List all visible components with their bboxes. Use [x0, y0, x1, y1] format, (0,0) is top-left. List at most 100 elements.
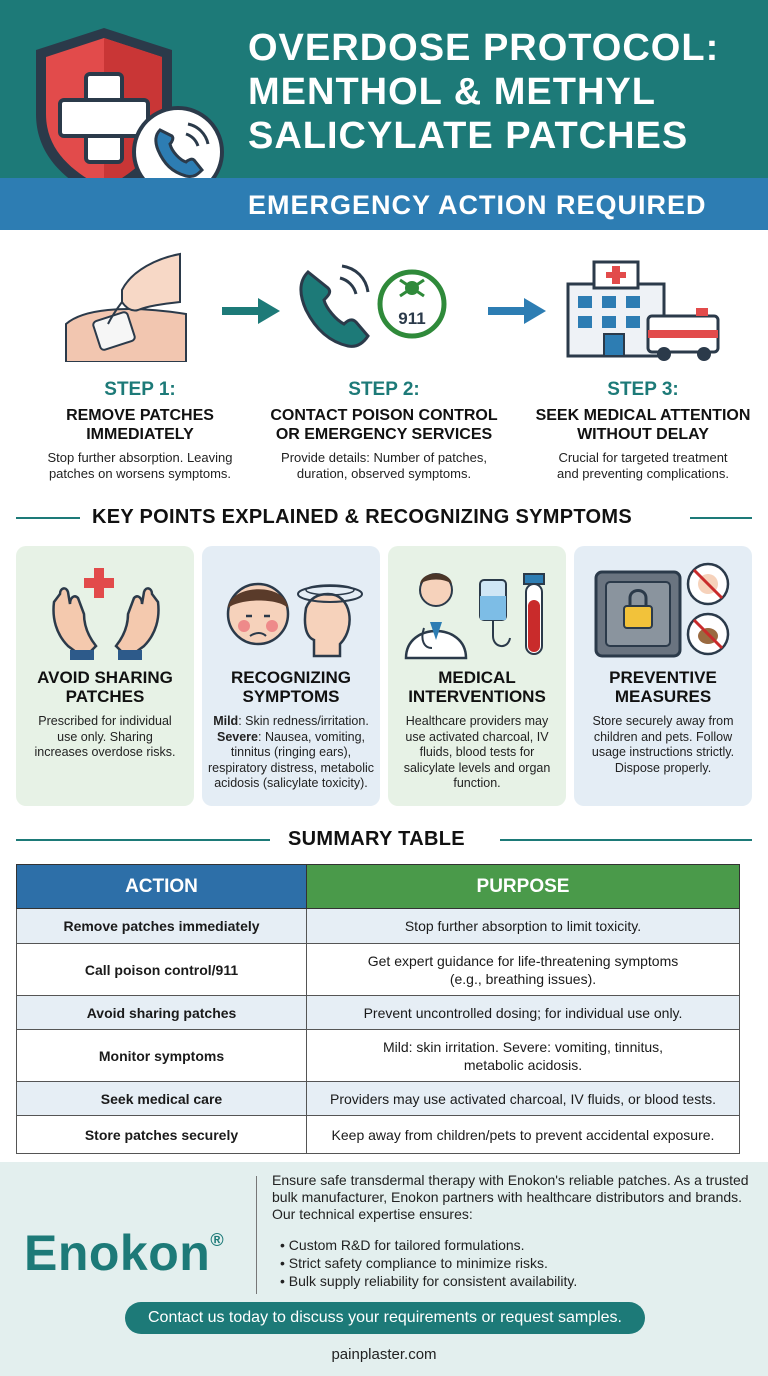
section-divider: [500, 839, 752, 841]
key-points-heading: KEY POINTS EXPLAINED & RECOGNIZING SYMPT…: [92, 506, 633, 528]
footer-divider: [256, 1176, 257, 1294]
step-description: Provide details: Number of patches,durat…: [259, 450, 509, 482]
purpose-cell: Get expert guidance for life-threatening…: [306, 943, 740, 996]
card-title-line: PREVENTIVE: [609, 668, 717, 687]
card-desc-line: increases overdose risks.: [34, 745, 176, 759]
arrow-right-icon: [488, 298, 546, 324]
action-cell: Call poison control/911: [16, 943, 307, 996]
column-header-action: ACTION: [16, 864, 307, 909]
page-title: OVERDOSE PROTOCOL: MENTHOL & METHYL SALI…: [248, 26, 758, 158]
step-1: STEP 1: REMOVE PATCHES IMMEDIATELY Stop f…: [15, 378, 265, 482]
section-divider: [16, 839, 270, 841]
enokon-logo: Enokon®: [24, 1224, 224, 1282]
phone-911-icon: 911: [299, 264, 447, 348]
step-title-line: REMOVE PATCHES: [66, 407, 214, 424]
step-number: STEP 2:: [348, 379, 420, 400]
summary-table: ACTION PURPOSE Remove patches immediatel…: [16, 864, 740, 1154]
purpose-cell: Providers may use activated charcoal, IV…: [306, 1081, 740, 1116]
logo-text: Enokon: [24, 1225, 211, 1281]
action-cell: Seek medical care: [16, 1081, 307, 1116]
card-desc-line: Prescribed for individual: [38, 714, 172, 728]
card-title-line: MEDICAL: [438, 668, 516, 687]
step-title-line: WITHOUT DELAY: [577, 426, 709, 443]
column-header-purpose: PURPOSE: [306, 864, 740, 909]
step-desc-line: and preventing complications.: [557, 466, 729, 481]
table-row: Store patches securely Keep away from ch…: [16, 1115, 740, 1154]
banner-text: EMERGENCY ACTION REQUIRED: [248, 190, 707, 220]
card-desc-line: use activated charcoal, IV: [405, 729, 549, 744]
step-title: REMOVE PATCHES IMMEDIATELY: [15, 406, 265, 444]
section-divider: [690, 517, 752, 519]
footer-bullet-list: Custom R&D for tailored formulations. St…: [280, 1236, 577, 1290]
mild-text: : Skin redness/irritation.: [238, 714, 369, 728]
mild-symptoms: Mild: Skin redness/irritation.: [206, 714, 376, 730]
safe-lock-no-kids-pets-icon: [594, 562, 730, 658]
step-desc-line: Stop further absorption. Leaving: [47, 450, 233, 465]
step-title-line: IMMEDIATELY: [86, 426, 194, 443]
card-desc-line: function.: [453, 776, 501, 790]
hospital-ambulance-icon: [566, 260, 720, 361]
purpose-cell: Stop further absorption to limit toxicit…: [306, 908, 740, 944]
step-desc-line: Provide details: Number of patches,: [281, 450, 487, 465]
card-desc-line: children and pets. Follow: [593, 729, 733, 744]
table-row: Remove patches immediately Stop further …: [16, 908, 740, 944]
registered-mark: ®: [210, 1230, 225, 1250]
dizzy-person-icon: [226, 582, 363, 658]
contact-cta-button[interactable]: Contact us today to discuss your require…: [125, 1302, 645, 1334]
card-title-line: RECOGNIZING: [231, 668, 351, 687]
action-cell: Monitor symptoms: [16, 1029, 307, 1082]
action-cell: Avoid sharing patches: [16, 995, 307, 1030]
severe-text: : Nausea, vomiting, tinnitus (ringing ea…: [207, 729, 375, 791]
card-desc-line: fluids, blood tests for: [419, 745, 535, 759]
hand-peeling-patch-icon: [65, 252, 187, 362]
website-link[interactable]: painplaster.com: [331, 1346, 437, 1363]
badge-911: 911: [398, 309, 425, 328]
card-desc-line: use only. Sharing: [57, 729, 153, 744]
purpose-cell: Mild: skin irritation. Severe: vomiting,…: [306, 1029, 740, 1082]
step-title: SEEK MEDICAL ATTENTION WITHOUT DELAY: [518, 406, 768, 444]
step-3: STEP 3: SEEK MEDICAL ATTENTION WITHOUT DE…: [518, 378, 768, 482]
table-row: Seek medical care Providers may use acti…: [16, 1081, 740, 1116]
card-title-line: MEASURES: [614, 687, 712, 706]
severe-label: Severe: [216, 729, 258, 744]
action-cell: Remove patches immediately: [16, 908, 307, 944]
mild-label: Mild: [213, 714, 239, 728]
list-item: Strict safety compliance to minimize ris…: [280, 1254, 577, 1272]
card-desc-line: usage instructions strictly.: [591, 745, 735, 759]
table-row: Call poison control/911 Get expert guida…: [16, 943, 740, 996]
summary-heading: SUMMARY TABLE: [288, 828, 465, 850]
action-cell: Store patches securely: [16, 1115, 307, 1154]
card-title-line: SYMPTOMS: [242, 687, 340, 706]
card-description: Store securely away from children and pe…: [582, 714, 744, 776]
purpose-cell: Prevent uncontrolled dosing; for individ…: [306, 995, 740, 1030]
list-item: Bulk supply reliability for consistent a…: [280, 1272, 577, 1290]
card-title-line: AVOID SHARING: [37, 668, 173, 687]
step-title-line: OR EMERGENCY SERVICES: [275, 426, 493, 443]
card-title-line: INTERVENTIONS: [408, 687, 546, 706]
step-number: STEP 3:: [607, 379, 679, 400]
title-line-2: MENTHOL & METHYL: [248, 71, 656, 113]
step-desc-line: duration, observed symptoms.: [296, 466, 472, 481]
table-row: Avoid sharing patches Prevent uncontroll…: [16, 995, 740, 1030]
severe-symptoms: Severe: Nausea, vomiting, tinnitus (ring…: [206, 730, 376, 792]
step-title-line: SEEK MEDICAL ATTENTION: [535, 407, 751, 424]
purpose-cell: Keep away from children/pets to prevent …: [306, 1115, 740, 1154]
card-description: Healthcare providers may use activated c…: [396, 714, 558, 792]
step-number: STEP 1:: [104, 379, 176, 400]
title-line-3: SALICYLATE PATCHES: [248, 115, 689, 157]
step-desc-line: patches on worsens symptoms.: [48, 466, 232, 481]
card-description: Mild: Skin redness/irritation. Severe: N…: [206, 714, 376, 792]
section-divider: [16, 517, 80, 519]
